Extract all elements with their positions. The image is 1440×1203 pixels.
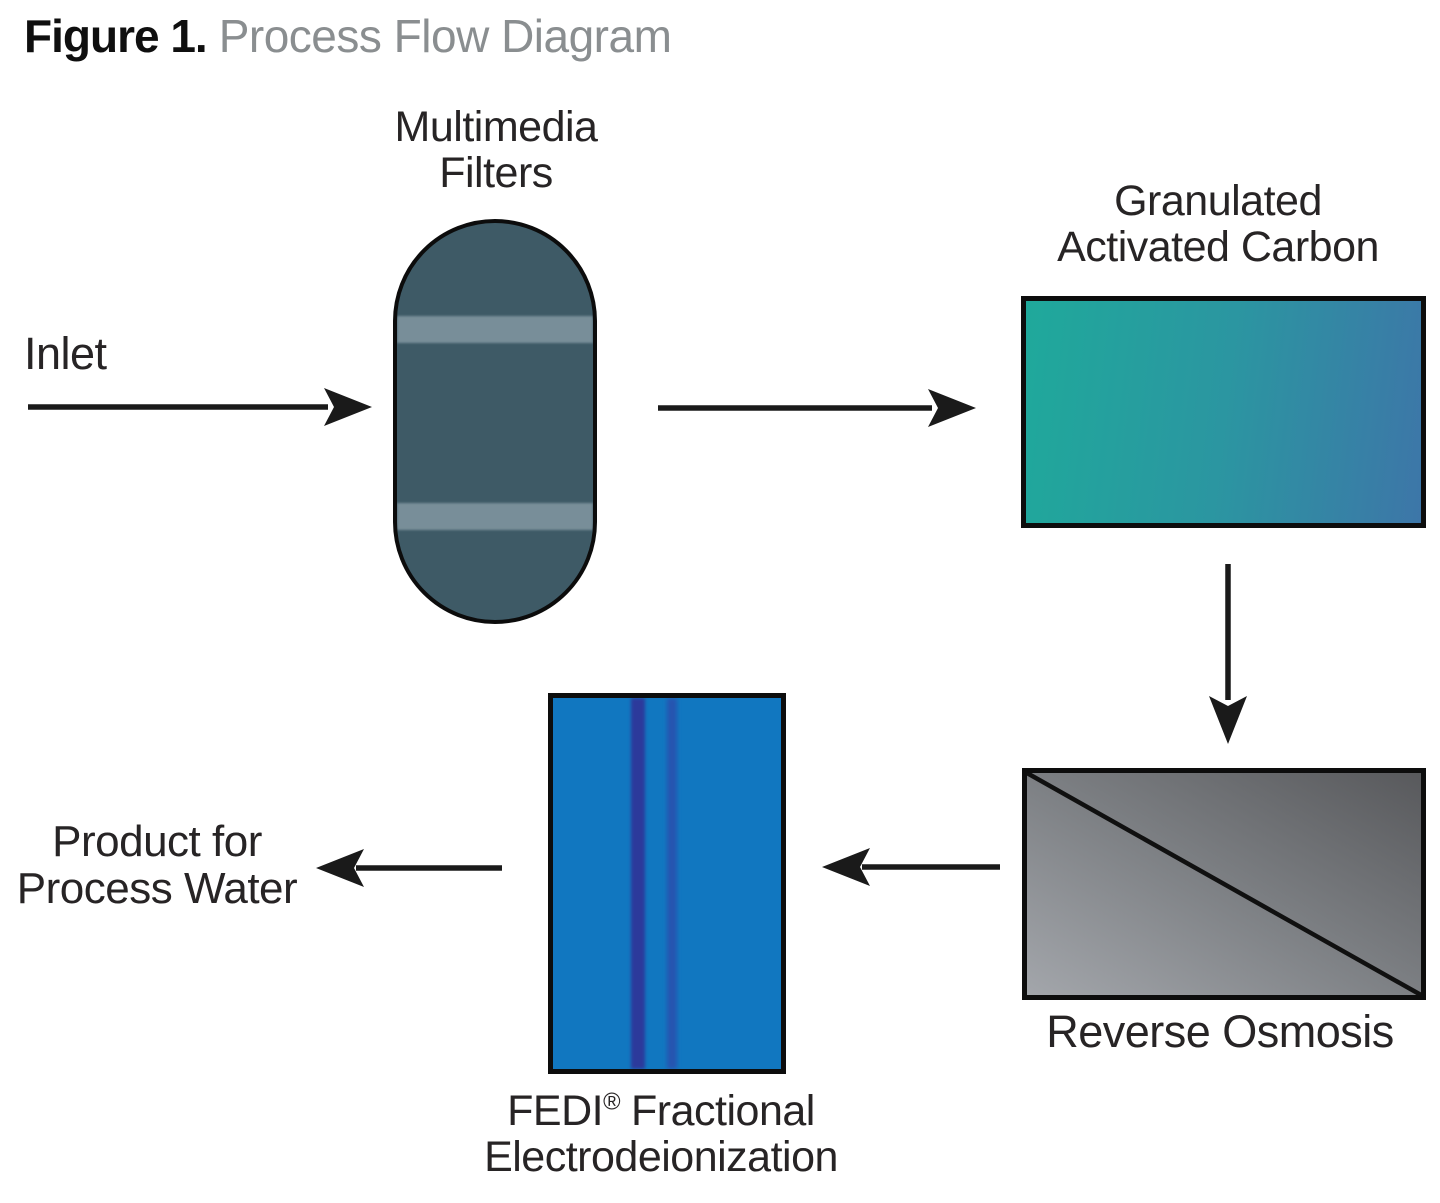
gac-box [1021,296,1426,528]
multimedia-filters-label-line2: Filters [439,149,553,197]
figure-title: Figure 1.Process Flow Diagram [24,10,672,62]
gac-label-line2: Activated Carbon [1057,223,1379,271]
reverse-osmosis-diagonal [1027,773,1421,995]
product-label: Product for Process Water [7,818,307,912]
fedi-label: FEDI® Fractional Electrodeionization [436,1088,886,1180]
multimedia-filters-vessel [393,219,597,624]
reverse-osmosis-box [1022,768,1426,1000]
vessel-band-top [397,316,593,343]
product-label-line2: Process Water [16,864,298,914]
fedi-stripe-light [667,698,677,1069]
figure-title-text: Process Flow Diagram [218,10,672,62]
fedi-box [548,693,786,1074]
inlet-label: Inlet [24,328,107,379]
arrow-filters-to-gac [658,389,976,427]
vessel-band-bottom [397,503,593,530]
multimedia-filters-label: Multimedia Filters [346,104,646,196]
registered-mark: ® [603,1089,621,1116]
fedi-label-line1: FEDI® Fractional [436,1088,886,1134]
gac-label: Granulated Activated Carbon [1015,178,1421,270]
fedi-fractional: Fractional [631,1087,815,1135]
multimedia-filters-label-line1: Multimedia [394,103,598,151]
product-label-line1: Product for [52,817,262,866]
arrow-fedi-to-product [316,849,502,887]
gac-label-line1: Granulated [1114,177,1322,225]
fedi-label-line2: Electrodeionization [484,1133,838,1181]
figure-number: Figure 1. [24,10,208,62]
arrow-gac-to-ro [1209,564,1247,744]
arrow-inlet-to-filters [28,388,372,426]
arrow-ro-to-fedi [822,848,1000,886]
fedi-name: FEDI [507,1087,604,1135]
reverse-osmosis-label: Reverse Osmosis [1046,1006,1394,1057]
fedi-stripe-dark [631,698,645,1069]
